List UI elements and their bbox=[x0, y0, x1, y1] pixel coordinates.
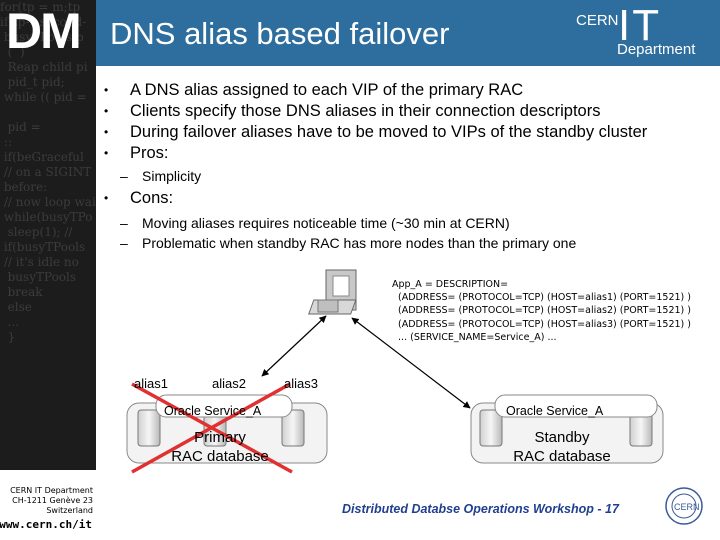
dash-icon: – bbox=[120, 168, 128, 184]
sub-bullet-item: –Moving aliases requires noticeable time… bbox=[120, 215, 510, 231]
dm-logo: DM bbox=[6, 3, 82, 59]
bullet-item: •Clients specify those DNS aliases in th… bbox=[104, 102, 601, 120]
bullet-dot-icon: • bbox=[104, 125, 109, 139]
bullet-dot-icon: • bbox=[104, 146, 109, 160]
sidebar-footer: CERN IT Department CH-1211 Genève 23 Swi… bbox=[0, 470, 96, 540]
alias-label: alias2 bbox=[212, 376, 246, 391]
descriptor-line: (ADDRESS= (PROTOCOL=TCP) (HOST=alias1) (… bbox=[392, 292, 691, 304]
connection-descriptor: App_A = DESCRIPTION= (ADDRESS= (PROTOCOL… bbox=[392, 278, 691, 344]
left-sidebar: for(tp = m;tp if(tp->second- busyTPools.… bbox=[0, 0, 96, 540]
alias-label: alias3 bbox=[284, 376, 318, 391]
website-link[interactable]: www.cern.ch/it bbox=[0, 518, 92, 531]
header-bar: DNS alias based failover CERN IT Departm… bbox=[96, 0, 720, 66]
dash-icon: – bbox=[120, 235, 128, 251]
footer-workshop-text: Distributed Databse Operations Workshop … bbox=[342, 502, 619, 516]
department-logo-text: Department bbox=[617, 41, 696, 58]
standby-service-label: Oracle Service_A bbox=[506, 404, 604, 418]
descriptor-line: ... (SERVICE_NAME=Service_A) ... bbox=[392, 331, 557, 343]
cern-seal-logo: CERN bbox=[665, 487, 703, 525]
svg-text:CERN: CERN bbox=[674, 502, 700, 512]
standby-cluster bbox=[470, 394, 664, 464]
bullet-dot-icon: • bbox=[104, 191, 109, 205]
descriptor-line: (ADDRESS= (PROTOCOL=TCP) (HOST=alias3) (… bbox=[392, 318, 691, 330]
arrow-client-primary bbox=[261, 315, 327, 377]
arrow-client-standby bbox=[351, 317, 471, 409]
sub-bullet-item: –Problematic when standby RAC has more n… bbox=[120, 235, 577, 251]
descriptor-line: App_A = DESCRIPTION= bbox=[392, 279, 509, 290]
alias-label: alias1 bbox=[134, 376, 168, 391]
bullet-list: •A DNS alias assigned to each VIP of the… bbox=[104, 80, 647, 253]
failure-cross bbox=[131, 382, 291, 474]
standby-db-label: Standby RAC database bbox=[513, 429, 611, 465]
it-logo-text: IT bbox=[618, 1, 662, 50]
cern-it-logo: CERN IT Department bbox=[576, 4, 716, 62]
bullet-item: •Cons: bbox=[104, 189, 174, 207]
slide-title: DNS alias based failover bbox=[110, 16, 450, 51]
descriptor-line: (ADDRESS= (PROTOCOL=TCP) (HOST=alias2) (… bbox=[392, 305, 691, 317]
primary-service-label: Oracle Service_A bbox=[164, 404, 262, 418]
bullet-dot-icon: • bbox=[104, 83, 109, 97]
primary-db-label: Primary RAC database bbox=[171, 429, 269, 465]
bullet-item: •Pros: bbox=[104, 144, 169, 162]
address-line: CH-1211 Genève 23 bbox=[12, 496, 93, 505]
address-line: CERN IT Department bbox=[10, 486, 93, 495]
sub-bullet-item: –Simplicity bbox=[120, 168, 202, 184]
code-background-decoration: for(tp = m;tp if(tp->second- busyTPools.… bbox=[0, 0, 96, 344]
bullet-dot-icon: • bbox=[104, 104, 109, 118]
bullet-item: •During failover aliases have to be move… bbox=[104, 123, 648, 141]
cern-address: CERN IT Department CH-1211 Genève 23 Swi… bbox=[10, 486, 93, 516]
dash-icon: – bbox=[120, 215, 128, 231]
cern-logo-text: CERN bbox=[576, 12, 619, 29]
address-line: Switzerland bbox=[46, 506, 93, 515]
client-computer-icon bbox=[308, 269, 357, 315]
bullet-item: •A DNS alias assigned to each VIP of the… bbox=[104, 81, 524, 99]
